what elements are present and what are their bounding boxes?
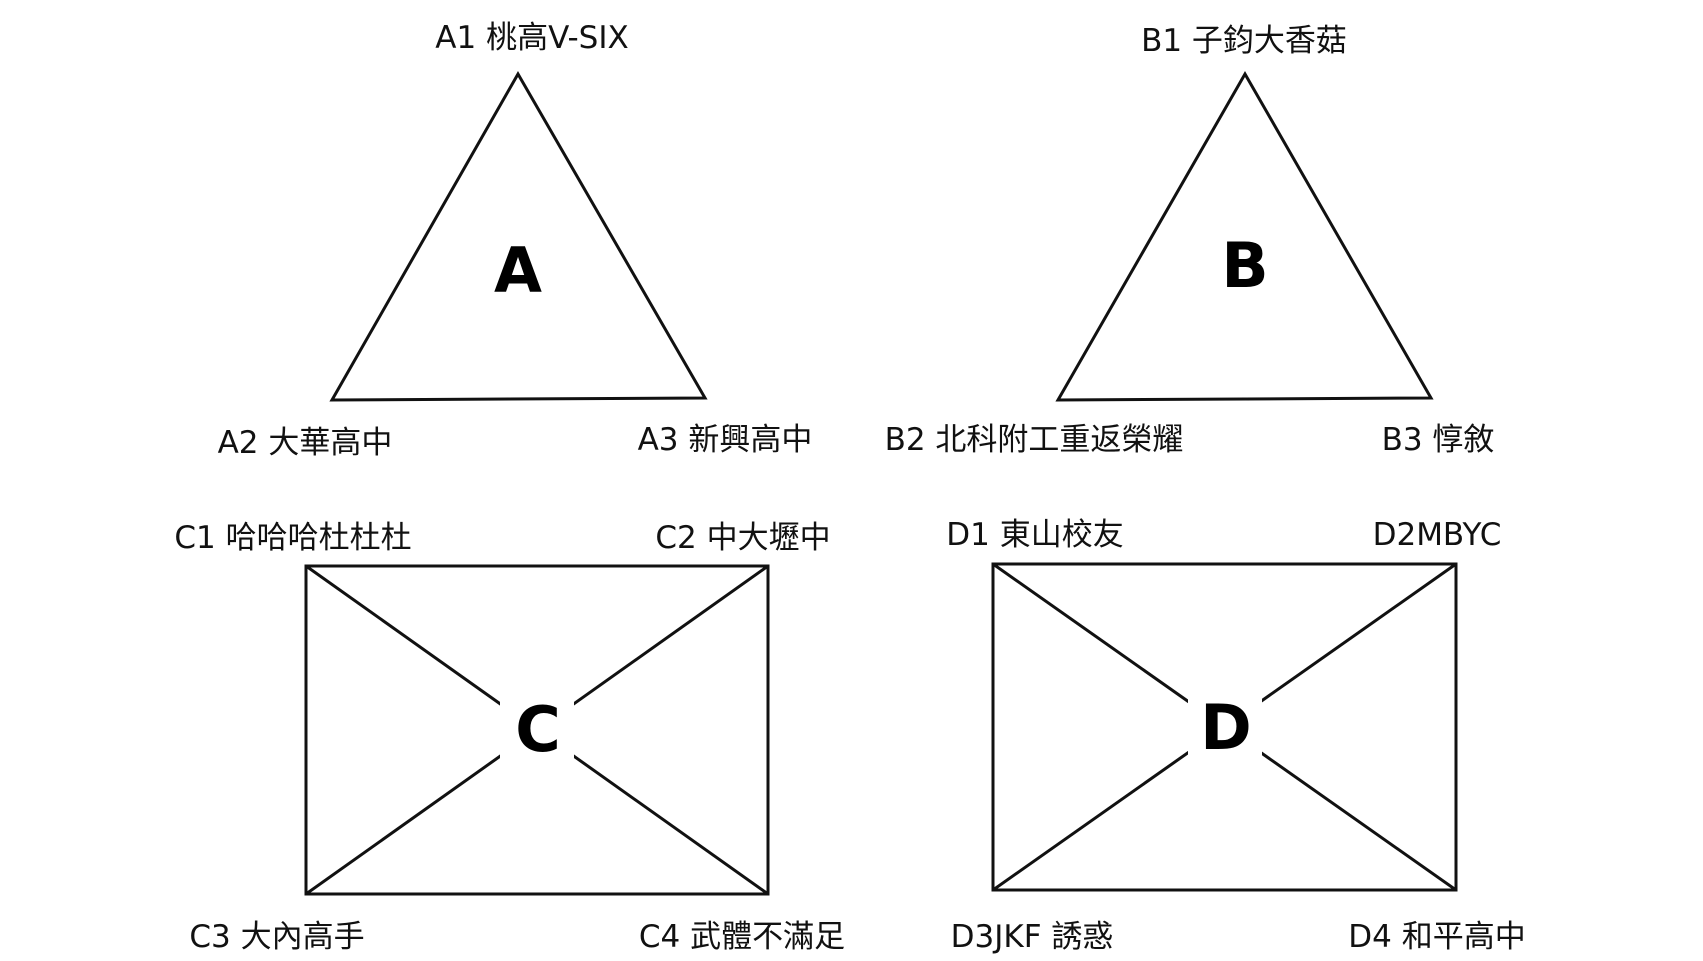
group-a-triangle xyxy=(329,70,708,402)
group-c-corner-1-label: C1 哈哈哈杜杜杜 xyxy=(174,520,411,556)
group-a-vertex-3-label: A3 新興高中 xyxy=(638,422,813,458)
group-b-triangle xyxy=(1055,70,1434,402)
group-d: D D1 東山校友 D2MBYC D3JKF 誘惑 D4 和平高中 xyxy=(946,517,1525,955)
group-d-center-gap xyxy=(1188,682,1262,770)
group-b-vertex-1-label: B1 子鈞大香菇 xyxy=(1141,23,1347,59)
group-d-corner-3-label: D3JKF 誘惑 xyxy=(951,919,1114,955)
group-a-vertex-1-label: A1 桃高V-SIX xyxy=(435,20,628,56)
group-b-vertex-2-label: B2 北科附工重返榮耀 xyxy=(885,422,1184,458)
group-b-vertex-3-label: B3 惇敘 xyxy=(1382,422,1495,458)
group-d-corner-4-label: D4 和平高中 xyxy=(1348,919,1525,955)
group-c-corner-2-label: C2 中大壢中 xyxy=(655,520,830,556)
group-b: B B1 子鈞大香菇 B2 北科附工重返榮耀 B3 惇敘 xyxy=(885,23,1495,458)
group-d-letter: D xyxy=(1200,691,1251,764)
group-d-rectangle xyxy=(991,562,1458,892)
group-a-letter: A xyxy=(494,234,542,307)
group-c-rectangle xyxy=(304,564,770,896)
group-c-corner-4-label: C4 武體不滿足 xyxy=(639,919,845,955)
group-c: C C1 哈哈哈杜杜杜 C2 中大壢中 C3 大內高手 C4 武體不滿足 xyxy=(174,520,845,955)
group-a: A A1 桃高V-SIX A2 大華高中 A3 新興高中 xyxy=(218,20,813,461)
group-b-letter: B xyxy=(1221,229,1268,302)
group-c-corner-3-label: C3 大內高手 xyxy=(189,919,364,955)
group-a-vertex-2-label: A2 大華高中 xyxy=(218,425,393,461)
group-c-letter: C xyxy=(515,693,561,766)
group-d-corner-1-label: D1 東山校友 xyxy=(946,517,1123,553)
group-c-center-gap xyxy=(500,686,574,774)
group-d-corner-2-label: D2MBYC xyxy=(1373,517,1502,553)
